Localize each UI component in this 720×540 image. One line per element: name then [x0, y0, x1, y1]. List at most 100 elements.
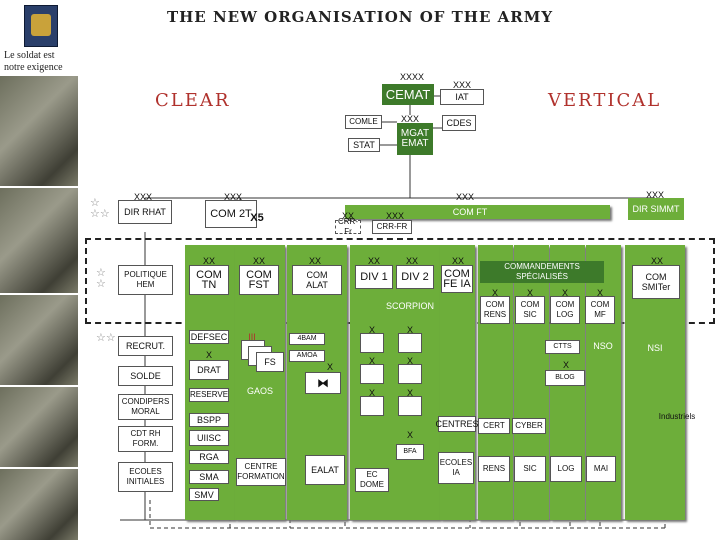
- com-feia-com: COM: [444, 268, 470, 280]
- com-alat-com: COM: [306, 270, 328, 280]
- cttts-box: CTTS: [545, 340, 580, 354]
- reserve-box: RESERVE: [189, 388, 229, 402]
- dirrhat-box: DIR RHAT: [118, 200, 172, 224]
- mgat-label: MGAT: [400, 128, 430, 139]
- brigade-box-1: [360, 333, 384, 353]
- vertical-label: VERTICAL: [548, 90, 662, 111]
- com-fst-fst: FST: [248, 279, 270, 291]
- iat-echelon: XXX: [452, 80, 471, 90]
- fst-echelon: XX: [252, 256, 265, 266]
- com-alat-alat: ALAT: [306, 280, 328, 290]
- brigade-box-6: [398, 396, 422, 416]
- emat-label: EMAT: [401, 138, 429, 149]
- com-smiter-com: COM: [645, 272, 667, 282]
- com-rens-box: COM RENS: [480, 296, 510, 324]
- recrut-box: RECRUT.: [118, 336, 173, 356]
- photo-soldiers-5: [0, 469, 78, 540]
- uiisc-box: UIISC: [189, 430, 229, 446]
- rens-box: RENS: [478, 456, 510, 482]
- mf-echelon: X: [596, 288, 603, 298]
- smv-box: SMV: [189, 488, 219, 501]
- com2t-echelon: XXX: [223, 192, 242, 202]
- com2t-box: COM 2T: [205, 200, 257, 228]
- com-alat-box: COM ALAT: [292, 265, 342, 295]
- clear-label: CLEAR: [155, 90, 231, 111]
- alat-x-echelon: X: [326, 362, 333, 372]
- bspp-box: BSPP: [189, 413, 229, 427]
- cemat-echelon: XXXX: [399, 72, 424, 82]
- industriels-label: Industriels: [658, 412, 696, 421]
- page-title: THE NEW ORGANISATION OF THE ARMY: [166, 8, 554, 26]
- photo-soldiers-4: [0, 387, 78, 467]
- brigade-box-3: [360, 364, 384, 384]
- crr-box: CRR-Fr: [335, 217, 361, 236]
- comft-label: COM FT: [452, 207, 488, 217]
- cdes-box: CDES: [442, 115, 476, 131]
- brigade-echelon: X: [368, 388, 375, 398]
- feia-echelon: XX: [451, 256, 464, 266]
- defsec-box: DEFSEC: [189, 330, 229, 344]
- drat-box: DRAT: [189, 360, 229, 380]
- brigade-echelon: X: [368, 356, 375, 366]
- mgat-emat-box: MGAT EMAT: [397, 123, 433, 155]
- com-smiter-smiter: SMITer: [641, 282, 671, 292]
- gaos-label: GAOS: [246, 386, 273, 396]
- bfa-echelon: X: [406, 430, 413, 440]
- com2t-label: COM 2T: [210, 208, 252, 220]
- comft-bar: [345, 205, 610, 219]
- sic-box: SIC: [514, 456, 546, 482]
- cyber-box: CYBER: [512, 418, 546, 434]
- drat-echelon: X: [205, 350, 212, 360]
- log-echelon: X: [561, 288, 568, 298]
- ecoles-ia-box: ECOLES IA: [438, 452, 474, 484]
- bldg-echelon: X: [562, 360, 569, 370]
- cert-box: CERT: [478, 418, 510, 434]
- bldg-box: BLOG: [545, 370, 585, 386]
- ecoles-initiales-box: ECOLES INITIALES: [118, 462, 173, 492]
- ealat-box: EALAT: [305, 455, 345, 485]
- 4bam-box: 4BAM: [289, 333, 325, 345]
- scorpion-label: SCORPION: [385, 301, 434, 311]
- sma-box: SMA: [189, 470, 229, 484]
- smiter-echelon: XX: [650, 256, 663, 266]
- div2-box: DIV 2: [396, 265, 434, 289]
- alat-echelon: XX: [308, 256, 321, 266]
- condipers-box: CONDIPERS MORAL: [118, 394, 173, 420]
- amoa-box: AMOA: [289, 350, 325, 362]
- brigade-box-2: [398, 333, 422, 353]
- div1-box: DIV 1: [355, 265, 393, 289]
- dir-simmt-box: DIR SIMMT: [628, 198, 684, 220]
- star-icon: ☆☆☆: [90, 197, 110, 220]
- politique-hem-box: POLITIQUE HEM: [118, 265, 173, 295]
- iat-box: IAT: [440, 89, 484, 105]
- star-icon: ☆☆: [96, 332, 116, 344]
- comft-echelon: XXX: [455, 192, 474, 202]
- rga-box: RGA: [189, 450, 229, 464]
- com-fst-box: COM FST: [239, 265, 279, 295]
- log-box: LOG: [550, 456, 582, 482]
- motto-text: Le soldat est notre exigence: [4, 50, 63, 73]
- div2-echelon: XX: [405, 256, 418, 266]
- cdt-rh-box: CDT RH FORM.: [118, 426, 173, 452]
- nso-label: NSO: [593, 341, 613, 351]
- com-sic-box: COM SIC: [515, 296, 545, 324]
- com-log-box: COM LOG: [550, 296, 580, 324]
- com-tn-box: COM TN: [189, 265, 229, 295]
- brigade-echelon: X: [406, 388, 413, 398]
- brigade-box-5: [360, 396, 384, 416]
- brigade-echelon: X: [368, 325, 375, 335]
- rens-echelon: X: [491, 288, 498, 298]
- solde-box: SOLDE: [118, 366, 173, 386]
- army-logo: [24, 5, 58, 47]
- crr-echelon: XX: [341, 211, 354, 221]
- com-tn-com: COM: [196, 269, 222, 281]
- star-icon: ☆☆: [96, 267, 106, 290]
- ec-dome-box: EC DOME: [355, 468, 389, 492]
- div1-echelon: XX: [367, 256, 380, 266]
- mai-box: MAI: [586, 456, 616, 482]
- simmt-echelon: XXX: [645, 190, 664, 200]
- com-feia-box: COM FE IA: [441, 265, 473, 293]
- sic-echelon: X: [526, 288, 533, 298]
- centres-box: CENTRES: [436, 416, 479, 432]
- com-tn-tn: TN: [201, 279, 217, 291]
